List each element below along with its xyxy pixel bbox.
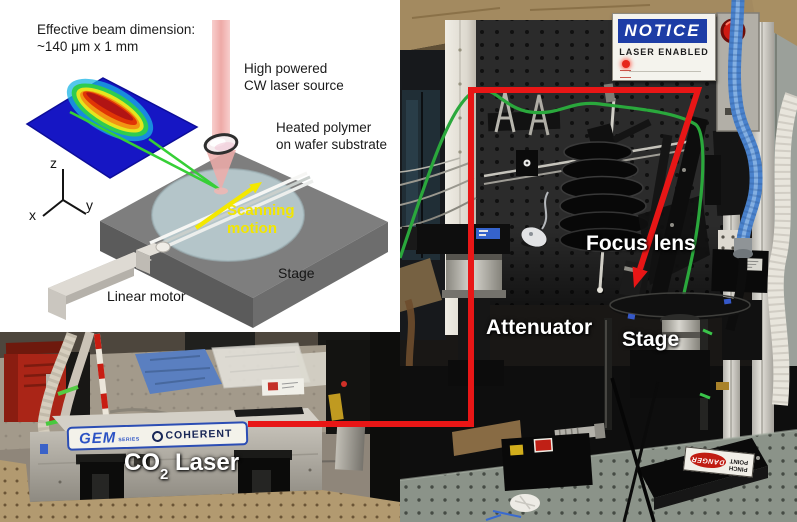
profile-mapping-lines (69, 110, 220, 191)
setup-schematic: Effective beam dimension: ~140 μm x 1 mm… (0, 0, 400, 332)
stage-label-schematic: Stage (278, 265, 315, 281)
polymer-label: Heated polymer on wafer substrate (276, 120, 388, 152)
attenuator-label: Attenuator (486, 316, 593, 339)
beam-dimension-line2: ~140 μm x 1 mm (37, 38, 139, 54)
notice-sign: NOTICE LASER ENABLED (612, 13, 716, 81)
scanning-motion-label: Scanning motion (227, 202, 295, 237)
laser-enabled-text: LASER ENABLED (619, 47, 709, 57)
gem-logo: GEM (78, 428, 117, 447)
co2-laser-photo: GEM SERIES COHERENT CO2 Laser (0, 332, 400, 522)
blue-coolant-tube (725, 0, 763, 332)
beam-dimension-label: Effective beam dimension: ~140 μm x 1 mm (37, 22, 195, 56)
laser-system-photo-graphics (400, 0, 797, 522)
notice-sign-rule (629, 71, 701, 72)
axis-z-label: z (50, 155, 57, 171)
laser-source-label: High powered CW laser source (244, 61, 344, 93)
laser-enabled-led-icon (622, 60, 630, 68)
linear-motor (48, 241, 171, 320)
white-hose (767, 92, 797, 406)
co2-laser-label: CO2 Laser (124, 449, 240, 483)
beam-profile-surface-plot (25, 77, 199, 179)
axis-x-label: x (29, 207, 36, 223)
notice-sign-fineprint (620, 70, 631, 78)
axis-y-label: y (86, 197, 93, 213)
notice-title: NOTICE (624, 21, 701, 40)
notice-sign-header: NOTICE (618, 19, 707, 43)
stage-label-photo: Stage (622, 328, 680, 351)
focusing-lens (203, 133, 239, 155)
front-optical-table (0, 460, 400, 522)
linear-motor-label: Linear motor (107, 288, 186, 304)
cw-laser-beam (206, 20, 236, 195)
coherent-logo-icon (151, 430, 163, 442)
danger-oval: DANGER (689, 451, 727, 471)
pinch-point-text: PINCH POINT (728, 457, 749, 472)
focus-lens-label: Focus lens (586, 232, 696, 255)
coordinate-axes (42, 169, 87, 217)
beam-dimension-line1: Effective beam dimension: (37, 22, 196, 37)
laser-system-photo: NOTICE LASER ENABLED PINCH POINT DANGER … (400, 0, 797, 522)
